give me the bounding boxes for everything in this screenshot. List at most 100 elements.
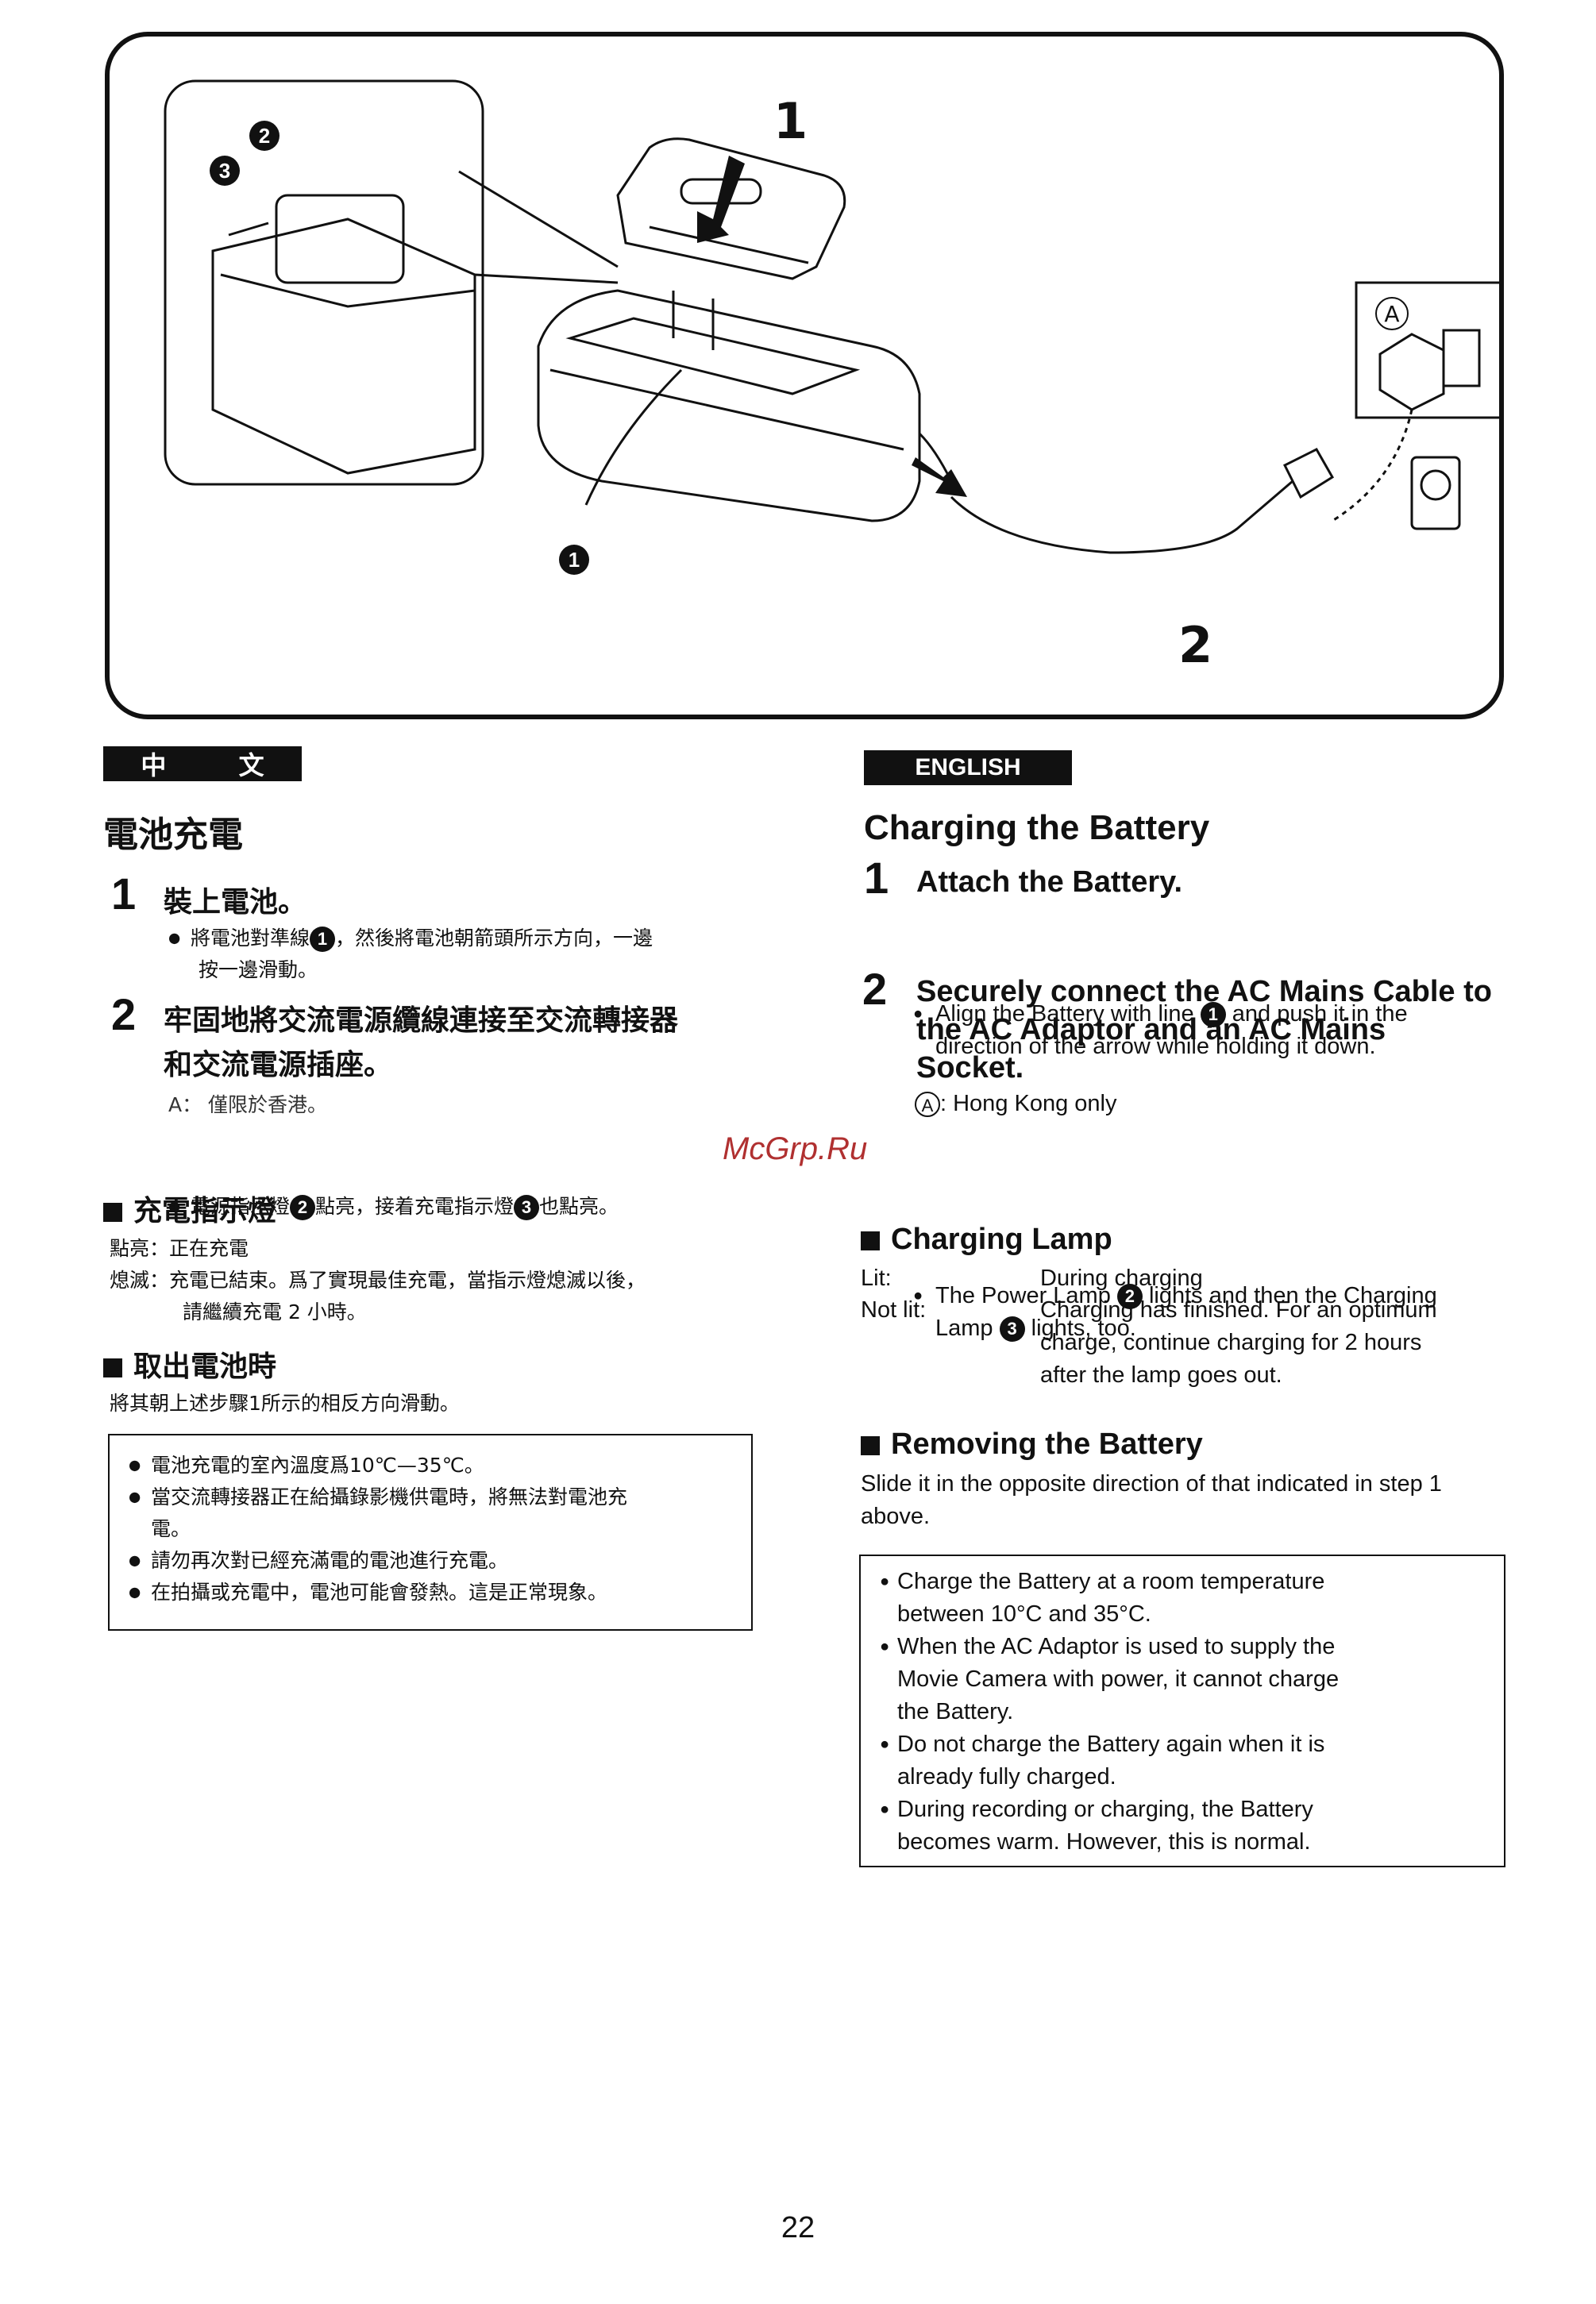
- en-note: Do not charge the Battery again when it …: [880, 1728, 1504, 1793]
- marker-3: 3: [210, 156, 240, 186]
- en-lamp-lit-value: During charging: [1040, 1266, 1203, 1291]
- marker-2: 2: [249, 121, 279, 151]
- square-bullet-icon: [861, 1231, 880, 1250]
- en-notes-box: Charge the Battery at a room temperature…: [859, 1555, 1505, 1867]
- zh-step1-title: 裝上電池。: [164, 886, 307, 919]
- en-step2-number: 2: [862, 964, 888, 1014]
- zh-lamp-heading-text: 充電指示燈: [133, 1195, 277, 1227]
- en-note-line: Do not charge the Battery again when it …: [897, 1732, 1325, 1757]
- en-step2-note-text: : Hong Kong only: [940, 1091, 1117, 1116]
- zh-lamp-unlit-l2: 請繼續充電 2 小時。: [183, 1300, 367, 1323]
- zh-step2-note: A： 僅限於香港。: [168, 1093, 328, 1116]
- zh-step1-bullet-c: 按一邊滑動。: [199, 958, 318, 981]
- zh-step2-title-l1: 牢固地將交流電源纜線連接至交流轉接器: [164, 1004, 679, 1037]
- inset-charger-body: [211, 218, 476, 475]
- zh-lamp-unlit-l1: 熄滅：充電已結束。爲了實現最佳充電，當指示燈熄滅以後，: [110, 1269, 646, 1292]
- zh-note: 在拍攝或充電中，電池可能會發熱。這是正常現象。: [129, 1577, 751, 1609]
- lang-label-english: ENGLISH: [864, 750, 1072, 785]
- inset-box: [164, 79, 484, 486]
- callout-a: A: [1375, 297, 1409, 330]
- zh-step1-number: 1: [111, 869, 137, 919]
- en-note-line: Charge the Battery at a room temperature: [897, 1569, 1325, 1594]
- en-note-line: the Battery.: [897, 1699, 1014, 1724]
- en-step1-bullet-b: and push it in the: [1232, 1001, 1408, 1027]
- en-step2-bullet-d: lights, too.: [1031, 1316, 1136, 1341]
- illustration-frame: 1 2 A 2 3 1: [105, 32, 1504, 719]
- page-number: 22: [781, 2211, 815, 2244]
- zh-step2-title: 牢固地將交流電源纜線連接至交流轉接器 和交流電源插座。: [164, 999, 767, 1088]
- en-step1-bullet-a: Align the Battery with line: [935, 1001, 1194, 1027]
- callout-step-1: 1: [773, 92, 808, 150]
- en-step2-bullet-b: lights and then the Charging: [1148, 1283, 1437, 1308]
- en-remove-heading: Removing the Battery: [861, 1427, 1203, 1462]
- zh-title: 電池充電: [103, 815, 243, 855]
- en-lamp-notlit-l3: after the lamp goes out.: [1040, 1362, 1282, 1388]
- en-note: When the AC Adaptor is used to supply th…: [880, 1631, 1504, 1728]
- zh-step2-bullet-c: 也點亮。: [539, 1195, 619, 1218]
- en-lamp-lit-label: Lit:: [861, 1266, 892, 1291]
- marker-1: 1: [559, 545, 589, 575]
- zh-remove-heading-text: 取出電池時: [133, 1350, 277, 1383]
- ac-plug: [1282, 448, 1335, 499]
- battery-pack: [616, 137, 846, 280]
- ac-cable: [950, 480, 1293, 554]
- marker-1-inline: 1: [310, 927, 336, 952]
- zh-note: 請勿再次對已經充滿電的電池進行充電。: [129, 1545, 751, 1577]
- en-lamp-heading-text: Charging Lamp: [891, 1223, 1112, 1256]
- zh-note: 電池充電的室內溫度爲10℃—35℃。: [129, 1450, 751, 1481]
- charger-illustration: [164, 79, 1499, 554]
- en-step2-title-l1: Securely connect the AC Mains Cable to: [916, 975, 1492, 1008]
- en-step2-bullet: The Power Lamp 2 lights and then the Cha…: [913, 1280, 1571, 1345]
- en-step1-bullet: Align the Battery with line 1 and push i…: [913, 998, 1555, 1063]
- zh-remove-text: 將其朝上述步驟1所示的相反方向滑動。: [110, 1392, 460, 1415]
- en-lamp-notlit-value: Charging has finished. For an optimum ch…: [1040, 1294, 1548, 1392]
- en-step2-note: A: Hong Kong only: [915, 1088, 1116, 1120]
- hk-plug-box: [1355, 281, 1499, 419]
- en-lamp-notlit-label: Not lit:: [861, 1297, 927, 1323]
- en-step1-number: 1: [864, 853, 889, 903]
- square-bullet-icon: [861, 1435, 880, 1455]
- en-note-line: between 10°C and 35°C.: [897, 1601, 1151, 1627]
- square-bullet-icon: [103, 1358, 122, 1377]
- lang-label-chinese: 中 文: [103, 746, 302, 781]
- en-note-line: already fully charged.: [897, 1764, 1116, 1790]
- zh-step2-number: 2: [111, 989, 137, 1039]
- en-remove-l1: Slide it in the opposite direction of th…: [861, 1471, 1442, 1497]
- zh-step2-title-l2: 和交流電源插座。: [164, 1049, 393, 1081]
- zh-remove-heading: 取出電池時: [103, 1343, 276, 1385]
- en-note-line: Movie Camera with power, it cannot charg…: [897, 1666, 1340, 1692]
- wall-socket: [1410, 456, 1461, 530]
- en-step1-title: Attach the Battery.: [916, 865, 1183, 899]
- zh-lamp-lit: 點亮：正在充電: [110, 1237, 249, 1260]
- en-step2-title-l3: Socket.: [916, 1051, 1024, 1085]
- en-remove-heading-text: Removing the Battery: [891, 1427, 1203, 1461]
- en-step1-bullet-c: direction of the arrow while holding it …: [935, 1034, 1376, 1059]
- en-note-line: When the AC Adaptor is used to supply th…: [897, 1634, 1336, 1659]
- en-lamp-notlit-l1: Charging has finished. For an optimum: [1040, 1297, 1437, 1323]
- zh-step1-bullet-b: ，然後將電池朝箭頭所示方向，一邊: [335, 927, 653, 950]
- marker-1-inline: 1: [1200, 1002, 1226, 1028]
- zh-notes-box: 電池充電的室內溫度爲10℃—35℃。 當交流轉接器正在給攝錄影機供電時，將無法對…: [108, 1434, 753, 1631]
- en-note-line: During recording or charging, the Batter…: [897, 1797, 1313, 1822]
- watermark: McGrp.Ru: [723, 1131, 868, 1166]
- en-note: Charge the Battery at a room temperature…: [880, 1566, 1504, 1631]
- en-step2-title: Securely connect the AC Mains Cable to t…: [916, 973, 1567, 1087]
- en-lamp-notlit-l2: charge, continue charging for 2 hours: [1040, 1330, 1422, 1355]
- zh-lamp-heading: 充電指示燈: [103, 1188, 276, 1229]
- en-title: Charging the Battery: [864, 808, 1210, 847]
- en-remove-l2: above.: [861, 1504, 931, 1529]
- en-step2-bullet-a: The Power Lamp: [935, 1283, 1111, 1308]
- en-step2-bullet-c: Lamp: [935, 1316, 993, 1341]
- zh-step2-bullet-b: 點亮，接着充電指示燈: [315, 1195, 515, 1218]
- circle-a-icon: A: [915, 1092, 940, 1118]
- zh-step1-bullet-a: 將電池對準線: [191, 927, 310, 950]
- en-note-line: becomes warm. However, this is normal.: [897, 1829, 1311, 1855]
- marker-2-inline: 2: [1116, 1284, 1143, 1310]
- zh-note: 當交流轉接器正在給攝錄影機供電時，將無法對電池充: [129, 1481, 751, 1513]
- zh-note-cont: 電。: [151, 1517, 191, 1540]
- marker-3-inline: 3: [999, 1316, 1025, 1343]
- zh-lamp-text: 點亮：正在充電 熄滅：充電已結束。爲了實現最佳充電，當指示燈熄滅以後， 請繼續充…: [110, 1233, 792, 1328]
- charger-body: [537, 289, 921, 522]
